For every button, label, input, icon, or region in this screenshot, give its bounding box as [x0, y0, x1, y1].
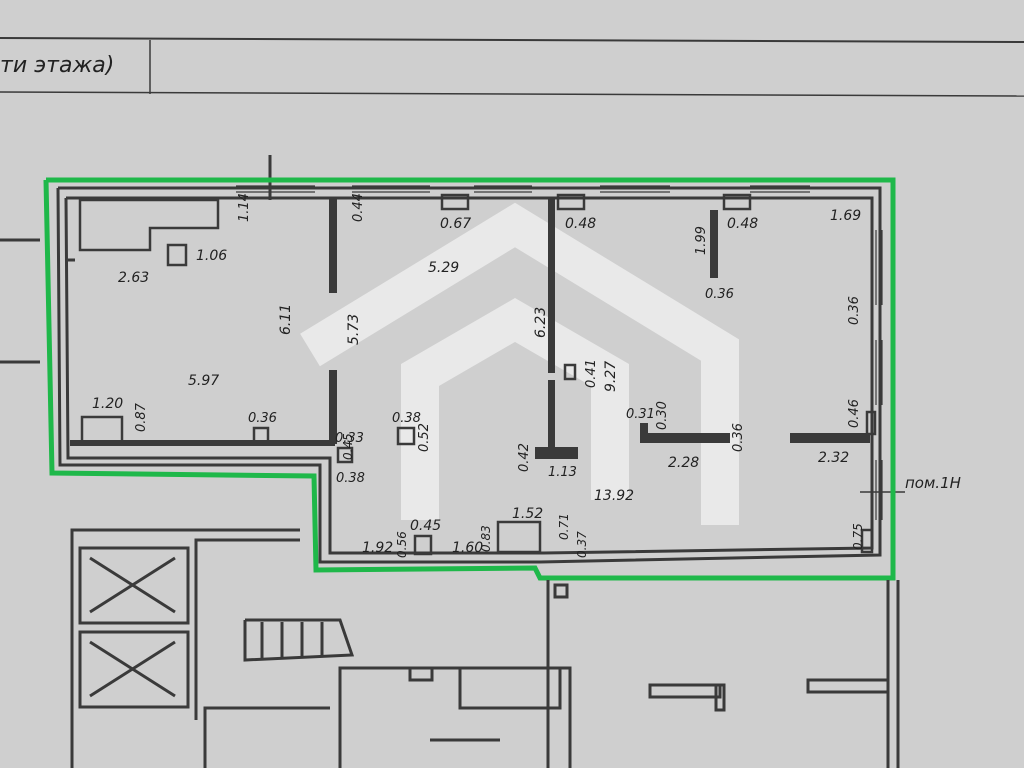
dim-label: 2.32 [818, 450, 849, 466]
unit-label: пом.1Н [905, 474, 961, 492]
dim-label: 1.20 [92, 396, 123, 412]
dim-label: 0.46 [847, 399, 862, 428]
dim-label: 0.31 [626, 407, 655, 422]
dim-label: 1.92 [362, 540, 393, 556]
dim-label: 0.45 [341, 433, 355, 460]
dim-label: 0.36 [847, 296, 862, 325]
dimension-labels: 1.14 0.44 0.67 0.48 1.99 0.48 1.69 1.06 … [92, 193, 865, 558]
dim-label: 1.13 [548, 465, 577, 480]
dim-label: 1.69 [830, 208, 861, 224]
windows [236, 185, 883, 520]
dim-label: 6.23 [533, 307, 549, 338]
dim-label: 2.28 [668, 455, 699, 471]
premises-walls [56, 186, 882, 564]
lower-floor-plan [70, 528, 900, 768]
dim-label: 0.33 [335, 431, 364, 446]
dim-label: 1.52 [512, 506, 543, 522]
dim-label: 0.71 [557, 513, 571, 540]
sheet-border-line [0, 37, 1024, 43]
dim-label: 9.27 [603, 361, 619, 392]
dim-label: 0.83 [479, 525, 493, 552]
dim-label: 0.48 [565, 216, 596, 232]
dim-label: 2.63 [118, 270, 149, 286]
dim-label: 6.11 [278, 304, 294, 335]
sheet-border-line [0, 91, 1024, 97]
dim-label: 0.52 [417, 423, 432, 452]
dim-label: 5.73 [346, 314, 362, 345]
dim-label: 0.45 [410, 518, 441, 534]
dim-label: 1.60 [452, 540, 483, 556]
dim-label: 5.29 [428, 260, 459, 276]
watermark-house-icon [300, 202, 739, 525]
dim-label: 0.41 [584, 359, 599, 388]
fixtures [78, 193, 877, 556]
dim-label: 1.14 [237, 193, 252, 222]
dim-label: 13.92 [594, 488, 634, 504]
dim-label: 0.44 [351, 193, 366, 222]
dim-label: 0.87 [134, 402, 149, 432]
dim-label: 0.42 [517, 443, 532, 472]
premises-selection-outline [43, 177, 896, 581]
dim-label: 0.38 [336, 471, 365, 486]
dim-label: 1.99 [694, 226, 709, 255]
dim-label: 0.38 [392, 411, 421, 426]
dim-label: 0.75 [851, 523, 865, 550]
dim-label: 0.37 [575, 531, 589, 558]
dim-label: 0.36 [705, 287, 734, 302]
dim-label: 0.48 [727, 216, 758, 232]
dim-label: 0.36 [731, 423, 746, 452]
dim-label: 0.56 [395, 531, 409, 558]
dim-label: 5.97 [188, 373, 219, 389]
dim-label: 0.67 [440, 216, 471, 232]
sheet-title: ти этажа) [0, 53, 114, 78]
dim-label: 1.06 [196, 248, 227, 264]
left-wall-stubs [0, 155, 272, 364]
dim-label: 0.36 [248, 411, 277, 426]
dim-label: 0.30 [655, 401, 670, 430]
interior-walls [70, 198, 870, 459]
